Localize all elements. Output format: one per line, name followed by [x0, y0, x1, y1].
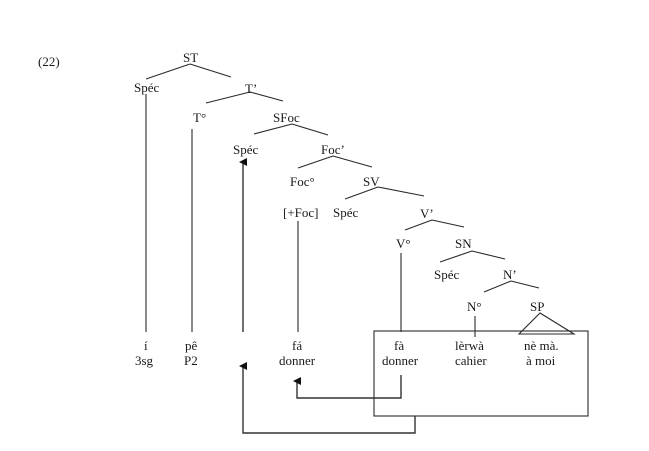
node-n-head: N° [467, 299, 482, 314]
node-v-bar: V’ [420, 206, 434, 221]
leaf-gloss-4: donner [382, 353, 419, 368]
node-st: ST [183, 50, 198, 65]
sp-triangle [517, 312, 576, 335]
leaf-gloss-3: donner [279, 353, 316, 368]
leaf-word-1: í [144, 338, 148, 353]
movement-arrow-verb [293, 375, 402, 399]
leaf-gloss-1: 3sg [135, 353, 154, 368]
node-spec-sn: Spéc [434, 267, 460, 282]
leaf-word-6: nè mà. [524, 338, 559, 353]
leaf-word-4: fà [394, 338, 404, 353]
leaf-gloss-2: P2 [184, 353, 198, 368]
leaf-gloss-6: à moi [526, 353, 556, 368]
node-spec-sfoc: Spéc [233, 142, 259, 157]
vp-box [373, 330, 589, 417]
example-number: (22) [38, 54, 60, 69]
movement-arrow-box [239, 362, 416, 434]
node-foc-feature: [+Foc] [283, 205, 319, 220]
leaf-word-2: pê [185, 338, 198, 353]
node-v-head: V° [396, 236, 411, 251]
node-foc-bar: Foc’ [321, 142, 345, 157]
node-n-bar: N’ [503, 267, 517, 282]
node-sn: SN [455, 236, 472, 251]
projection-lines [145, 94, 476, 337]
leaf-word-3: fá [292, 338, 302, 353]
node-spec-sv: Spéc [333, 205, 359, 220]
leaf-gloss-5: cahier [455, 353, 487, 368]
node-spec-st: Spéc [134, 80, 160, 95]
node-sp: SP [530, 299, 544, 314]
node-sv: SV [363, 174, 380, 189]
node-foc-head: Foc° [290, 174, 315, 189]
node-t-head: T° [193, 110, 206, 125]
tree-branches [145, 63, 540, 293]
leaf-word-5: lèrwà [455, 338, 484, 353]
node-sfoc: SFoc [273, 110, 300, 125]
